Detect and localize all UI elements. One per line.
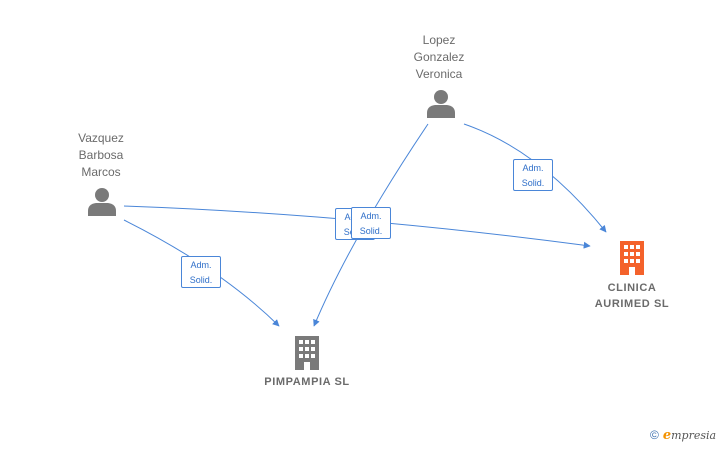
brand-e: e	[662, 428, 672, 443]
copyright-symbol: ©	[650, 428, 659, 442]
relation-role-detail: Solid.	[189, 275, 213, 285]
relation-badge-lopez-pimpampia: Adm. Solid.	[351, 207, 391, 239]
company-name-pimpampia[interactable]: PIMPAMPIA SL	[264, 376, 350, 388]
person-name-vazquez: Vazquez Barbosa Marcos	[78, 131, 124, 179]
building-icon[interactable]	[292, 334, 322, 370]
relation-role-detail: Solid.	[359, 226, 383, 236]
person-icon[interactable]	[426, 88, 456, 118]
brand-name: mpresia	[671, 429, 717, 442]
person-icon[interactable]	[87, 186, 117, 216]
relation-badge-vazquez-pimpampia: Adm. Solid.	[181, 256, 221, 288]
relation-role: Adm.	[360, 211, 382, 221]
company-name-clinica[interactable]: CLINICA AURIMED SL	[594, 282, 670, 310]
relation-role: Adm.	[190, 260, 212, 270]
relation-role: Adm.	[522, 163, 544, 173]
person-name-lopez: Lopez Gonzalez Veronica	[413, 33, 465, 81]
relation-role-detail: Solid.	[521, 178, 545, 188]
brand-logo: ©empresia	[650, 428, 716, 443]
building-icon[interactable]	[617, 239, 647, 275]
relation-badge-lopez-clinica: Adm. Solid.	[513, 159, 553, 191]
